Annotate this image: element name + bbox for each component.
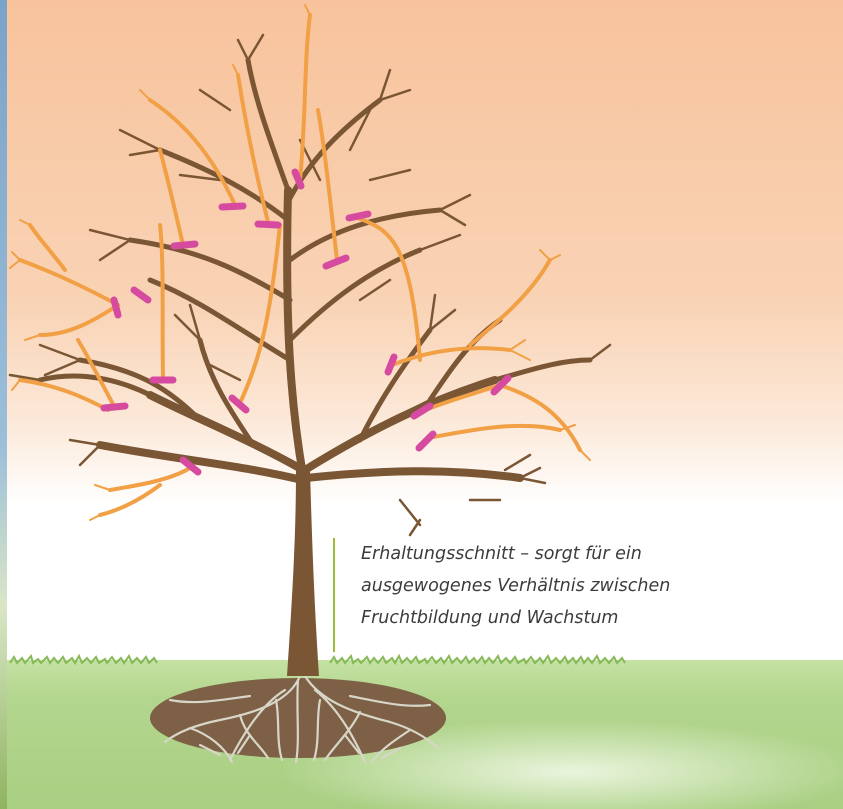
caption: Erhaltungsschnitt – sorgt für ein ausgew…: [333, 538, 733, 652]
cut-mark: [349, 214, 368, 218]
caption-line: Erhaltungsschnitt – sorgt für ein: [361, 538, 733, 570]
cut-mark: [222, 206, 243, 207]
cut-mark: [114, 300, 118, 315]
caption-line: ausgewogenes Verhältnis zwischen: [361, 570, 733, 602]
cut-mark: [258, 224, 278, 225]
cut-mark: [174, 244, 195, 246]
left-edge-strip: [0, 0, 7, 809]
cut-mark: [104, 406, 125, 408]
caption-line: Fruchtbildung und Wachstum: [361, 602, 733, 634]
